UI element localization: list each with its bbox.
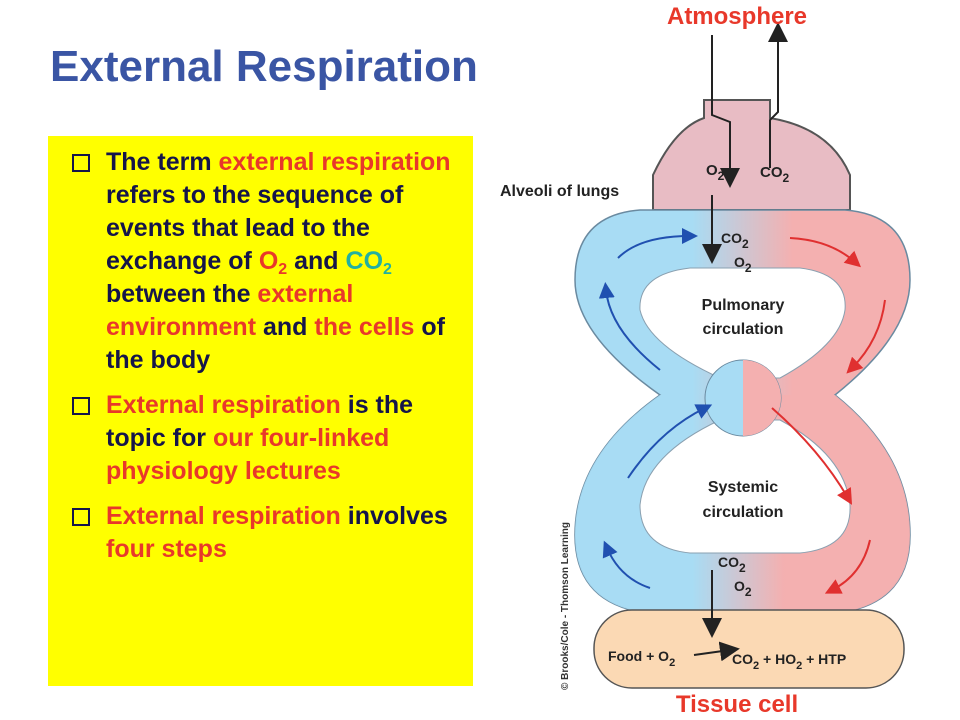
bullet-text: refers to the sequence of events that le… bbox=[106, 181, 404, 275]
bullet-highlight: External respiration bbox=[106, 391, 341, 419]
credit-text: © Brooks/Cole - Thomson Learning bbox=[560, 522, 571, 690]
checkbox-square-icon bbox=[72, 154, 90, 172]
flow-arrow-blue bbox=[602, 540, 651, 589]
bullet-text: of the body bbox=[106, 313, 445, 374]
tissue-cell-shape bbox=[593, 609, 905, 689]
content-box: The term external respiration refers to … bbox=[48, 136, 473, 686]
bullet-highlight: External respiration bbox=[106, 502, 341, 530]
heart-right bbox=[743, 360, 781, 436]
co2-out-arrow bbox=[768, 22, 788, 168]
atmosphere-label: Atmosphere bbox=[667, 3, 807, 30]
bullet-list: The term external respiration refers to … bbox=[60, 146, 470, 578]
checkbox-square-icon bbox=[72, 508, 90, 526]
co2-term: CO2 bbox=[345, 247, 392, 278]
o2-term: O2 bbox=[258, 247, 288, 278]
systemic-label: circulation bbox=[703, 504, 784, 521]
pulmonary-loop-hole bbox=[639, 267, 846, 379]
flow-arrow-blue bbox=[598, 282, 661, 371]
products-label: CO2 + HO2 + HTP bbox=[732, 651, 846, 672]
bullet-highlight: the cells bbox=[314, 313, 415, 341]
o2-alveoli-label: O2 bbox=[706, 162, 725, 183]
bullet-highlight: external respiration bbox=[218, 148, 451, 176]
co2-pulmonary-label: CO2 bbox=[721, 230, 749, 251]
flow-arrow-blue bbox=[617, 228, 698, 259]
alveoli-label: Alveoli of lungs bbox=[500, 183, 619, 200]
o2-in-arrow bbox=[711, 35, 740, 188]
food-label: Food + O2 bbox=[608, 648, 675, 669]
bullet-text: The term bbox=[106, 148, 219, 176]
bullet-text: involves bbox=[340, 502, 448, 530]
systemic-loop-hole bbox=[639, 419, 851, 554]
pulmonary-label: Pulmonary bbox=[702, 297, 785, 314]
bullet-highlight: external environment bbox=[106, 280, 354, 341]
flow-arrow-red bbox=[824, 539, 871, 594]
bullet-item: External respiration is the topic for ou… bbox=[60, 389, 470, 488]
bullet-text: and bbox=[256, 313, 315, 341]
pulmonary-label: circulation bbox=[703, 321, 784, 338]
co2-systemic-label: CO2 bbox=[718, 554, 746, 575]
o2-systemic-label: O2 bbox=[734, 578, 752, 599]
flow-arrow-red bbox=[771, 407, 853, 505]
systemic-label: Systemic bbox=[708, 479, 778, 496]
bullet-text: between the bbox=[106, 280, 258, 308]
bullet-text: is the topic for bbox=[106, 391, 414, 452]
flow-arrow-blue bbox=[627, 404, 713, 479]
bullet-highlight: our four-linked physiology lectures bbox=[106, 424, 390, 485]
tissue-cell-label: Tissue cell bbox=[676, 691, 798, 718]
bullet-text: and bbox=[287, 247, 346, 275]
flow-arrow-red bbox=[789, 237, 862, 268]
bullet-item: External respiration involves four steps bbox=[60, 500, 470, 566]
flow-arrow-red bbox=[846, 299, 886, 374]
bullet-item: The term external respiration refers to … bbox=[60, 146, 470, 377]
co2-alveoli-label: CO2 bbox=[760, 164, 790, 185]
slide-title: External Respiration bbox=[50, 42, 478, 91]
o2-pulmonary-label: O2 bbox=[734, 254, 752, 275]
bullet-highlight: four steps bbox=[106, 535, 227, 563]
checkbox-square-icon bbox=[72, 397, 90, 415]
alveoli-shape bbox=[652, 99, 851, 211]
metabolism-arrow bbox=[693, 641, 740, 662]
